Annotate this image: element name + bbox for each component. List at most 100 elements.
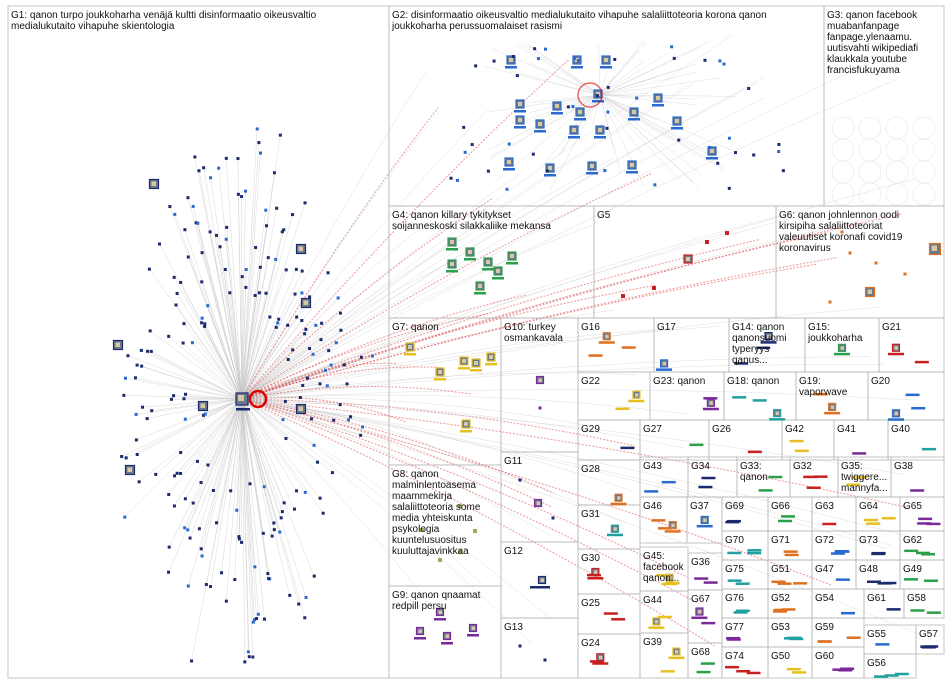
- node: [310, 417, 314, 421]
- edge: [137, 398, 243, 455]
- edge: [241, 82, 757, 400]
- node: [449, 176, 453, 180]
- node-label: [656, 574, 671, 577]
- edge: [599, 94, 697, 106]
- edge: [225, 269, 243, 400]
- edge: [599, 67, 683, 96]
- node-label: [904, 549, 919, 553]
- node: [120, 455, 124, 459]
- node-label: [771, 580, 786, 584]
- node: [204, 583, 208, 587]
- node: [217, 166, 221, 170]
- group-label-g4: soijanneskoski silakkaliike mekansa: [392, 221, 551, 232]
- group-label-g8: G8: qanon: [392, 469, 439, 480]
- node: [278, 530, 282, 534]
- node: [635, 96, 639, 100]
- node-label: [789, 439, 804, 443]
- group-box-g77: [721, 617, 769, 648]
- group-label-g3: fanpage.ylenaamu.: [827, 32, 912, 43]
- highlighted-node-ring: [577, 82, 603, 108]
- node: [551, 516, 555, 520]
- edge: [511, 71, 601, 96]
- edge: [125, 377, 243, 400]
- avatar-face: [596, 92, 600, 96]
- edge: [241, 398, 306, 618]
- group-label-g44: G44: [643, 595, 662, 606]
- node: [301, 383, 305, 387]
- avatar-face: [656, 96, 660, 100]
- node-label: [467, 634, 479, 637]
- node: [573, 56, 577, 60]
- group-labels-layer: G1: qanon turpo joukkoharha venäjä kultt…: [11, 10, 938, 669]
- node-label: [914, 360, 929, 364]
- group-box-g60: [811, 646, 865, 679]
- g3-node-ring: [831, 116, 855, 140]
- node-label: [485, 363, 497, 366]
- avatar-face: [127, 467, 132, 472]
- node-label: [794, 449, 809, 453]
- edge: [192, 342, 243, 400]
- node: [224, 237, 228, 241]
- edge: [241, 398, 315, 577]
- avatar-face: [509, 58, 513, 62]
- node-label: [910, 489, 925, 492]
- edge: [599, 94, 706, 179]
- edge-highlighted: [241, 294, 527, 400]
- node: [173, 474, 177, 478]
- group-label-g50: G50: [771, 651, 790, 662]
- edge: [226, 398, 243, 602]
- node: [255, 127, 259, 131]
- node-label: [594, 136, 606, 139]
- avatar-face: [598, 128, 602, 132]
- avatar-face: [605, 334, 609, 339]
- avatar-face: [408, 345, 412, 349]
- edge: [138, 398, 243, 483]
- node: [370, 354, 374, 358]
- node-label: [873, 675, 888, 678]
- g3-node-ring: [831, 182, 855, 206]
- group-label-g2: G2: disinformaatio oikeusvaltio medialuk…: [392, 10, 767, 21]
- group-label-g8: maammekirja: [392, 491, 452, 502]
- avatar-face: [598, 655, 603, 660]
- group-boxes-layer: [7, 5, 945, 679]
- edge: [490, 94, 601, 159]
- avatar-face: [767, 334, 771, 339]
- avatar-face: [464, 422, 468, 426]
- node: [282, 501, 286, 505]
- edge-highlighted: [241, 284, 656, 400]
- node: [133, 376, 137, 380]
- node: [274, 325, 278, 329]
- group-label-g30: G30: [581, 553, 600, 564]
- node-label: [694, 577, 709, 580]
- edge: [489, 94, 601, 113]
- group-label-g76: G76: [725, 593, 744, 604]
- node-label: [474, 292, 486, 295]
- node: [196, 221, 200, 225]
- node-label: [846, 483, 861, 486]
- group-label-g8: media yhteiskunta: [392, 513, 473, 524]
- node: [148, 329, 152, 333]
- group-label-g3: muabanfanpage: [827, 21, 900, 32]
- edge: [529, 94, 601, 113]
- node: [531, 152, 535, 156]
- node-label: [656, 368, 673, 371]
- node: [209, 176, 213, 180]
- edge: [241, 34, 733, 400]
- node: [294, 267, 298, 271]
- avatar-face: [538, 122, 542, 126]
- edge: [599, 94, 643, 154]
- edge: [192, 398, 243, 504]
- avatar-face: [668, 576, 672, 580]
- edge: [124, 398, 243, 518]
- node-label: [660, 670, 675, 673]
- group-label-g14: typeryys: [732, 344, 769, 355]
- node-label: [586, 172, 598, 175]
- edge: [241, 398, 919, 634]
- edge: [483, 66, 601, 96]
- node-label: [866, 522, 881, 525]
- group-label-g34: G34: [691, 461, 710, 472]
- node: [840, 230, 844, 234]
- group-label-g48: G48: [859, 564, 878, 575]
- group-label-g47: G47: [815, 564, 834, 575]
- node: [727, 186, 731, 190]
